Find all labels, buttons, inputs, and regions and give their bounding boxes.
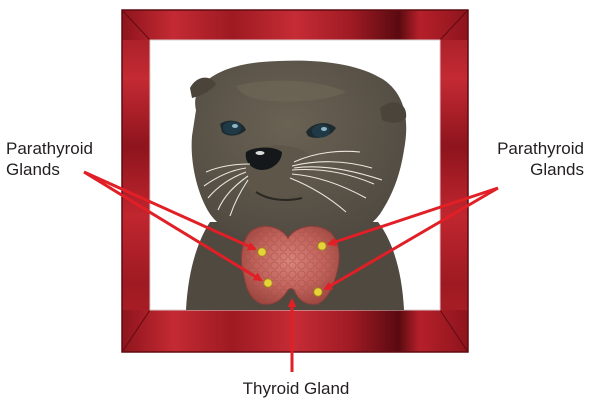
label-parathyroid-right-line2: Glands [497,159,584,180]
label-parathyroid-left-line2: Glands [6,159,93,180]
parathyroid-upper-right [318,242,326,250]
label-parathyroid-right: Parathyroid Glands [497,138,584,180]
parathyroid-lower-left [264,279,272,287]
label-parathyroid-left: Parathyroid Glands [6,138,93,180]
parathyroid-upper-left [258,248,266,256]
label-parathyroid-left-line1: Parathyroid [6,138,93,159]
label-parathyroid-right-line1: Parathyroid [497,138,584,159]
parathyroid-lower-right [314,288,322,296]
label-thyroid-gland: Thyroid Gland [0,378,592,399]
